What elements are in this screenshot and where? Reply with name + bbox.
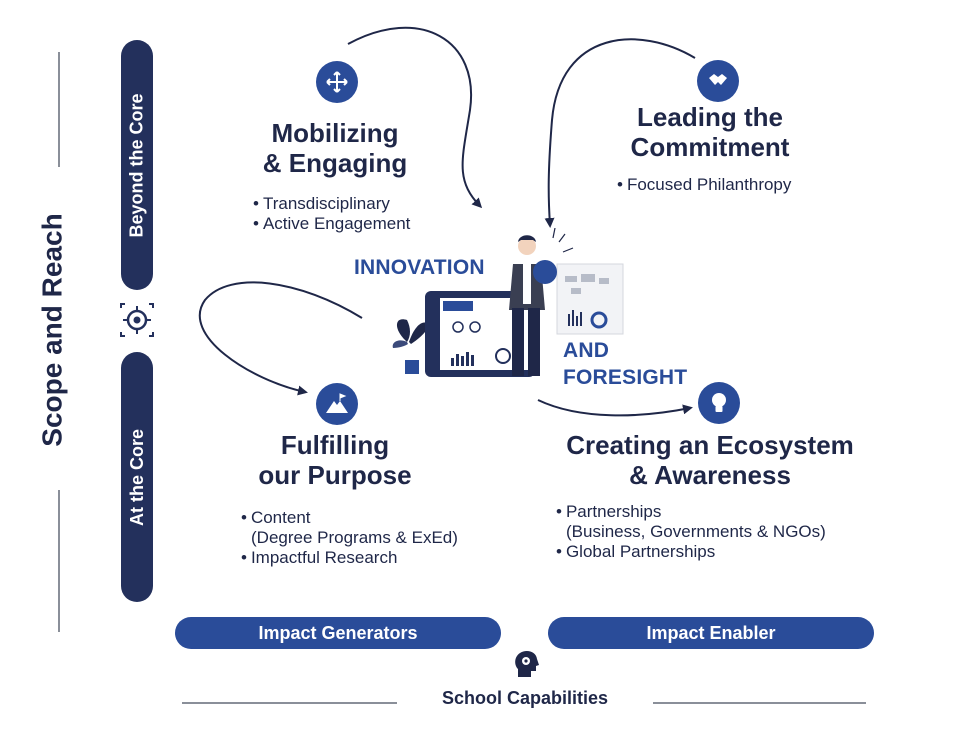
bullet-subtext: (Business, Governments & NGOs) xyxy=(566,522,826,541)
creating-heading: Creating an Ecosystem & Awareness xyxy=(566,430,854,490)
bullet-item: Transdisciplinary xyxy=(253,194,410,214)
bottom-line-right xyxy=(653,702,866,704)
leading-bullets: Focused Philanthropy xyxy=(617,175,791,195)
beyond-core-pill: Beyond the Core xyxy=(121,40,153,290)
bullet-item: Partnerships xyxy=(556,502,826,522)
handshake-icon xyxy=(697,60,739,102)
target-icon xyxy=(120,303,154,337)
head-gear-icon xyxy=(515,651,539,677)
innovation-illustration xyxy=(392,228,624,377)
move-arrows-icon xyxy=(316,61,358,103)
bullet-item: Active Engagement xyxy=(253,214,410,234)
leading-heading: Leading the Commitment xyxy=(630,102,790,162)
at-core-pill: At the Core xyxy=(121,352,153,602)
bullet-item: Global Partnerships xyxy=(556,542,826,562)
bullet-item: Impactful Research xyxy=(241,548,458,568)
innovation-label: INNOVATION xyxy=(354,256,485,279)
mobilizing-heading: Mobilizing & Engaging xyxy=(262,118,408,178)
fulfilling-heading: Fulfilling our Purpose xyxy=(258,430,412,490)
lightbulb-icon xyxy=(698,382,740,424)
foresight-label: FORESIGHT xyxy=(563,366,688,389)
axis-line-bottom xyxy=(58,490,60,632)
bullet-item: Focused Philanthropy xyxy=(617,175,791,195)
school-capabilities-label: School Capabilities xyxy=(441,688,609,708)
impact-enabler-pill: Impact Enabler xyxy=(548,617,874,649)
bullet-item: Content xyxy=(241,508,458,528)
mountain-flag-icon xyxy=(316,383,358,425)
axis-line-top xyxy=(58,52,60,167)
fulfilling-bullets: Content (Degree Programs & ExEd) Impactf… xyxy=(241,508,458,568)
and-label: AND xyxy=(563,339,610,362)
bullet-subtext: (Degree Programs & ExEd) xyxy=(251,528,458,547)
creating-bullets: Partnerships (Business, Governments & NG… xyxy=(556,502,826,562)
impact-generators-pill: Impact Generators xyxy=(175,617,501,649)
mobilizing-bullets: Transdisciplinary Active Engagement xyxy=(253,194,410,234)
bottom-line-left xyxy=(182,702,397,704)
